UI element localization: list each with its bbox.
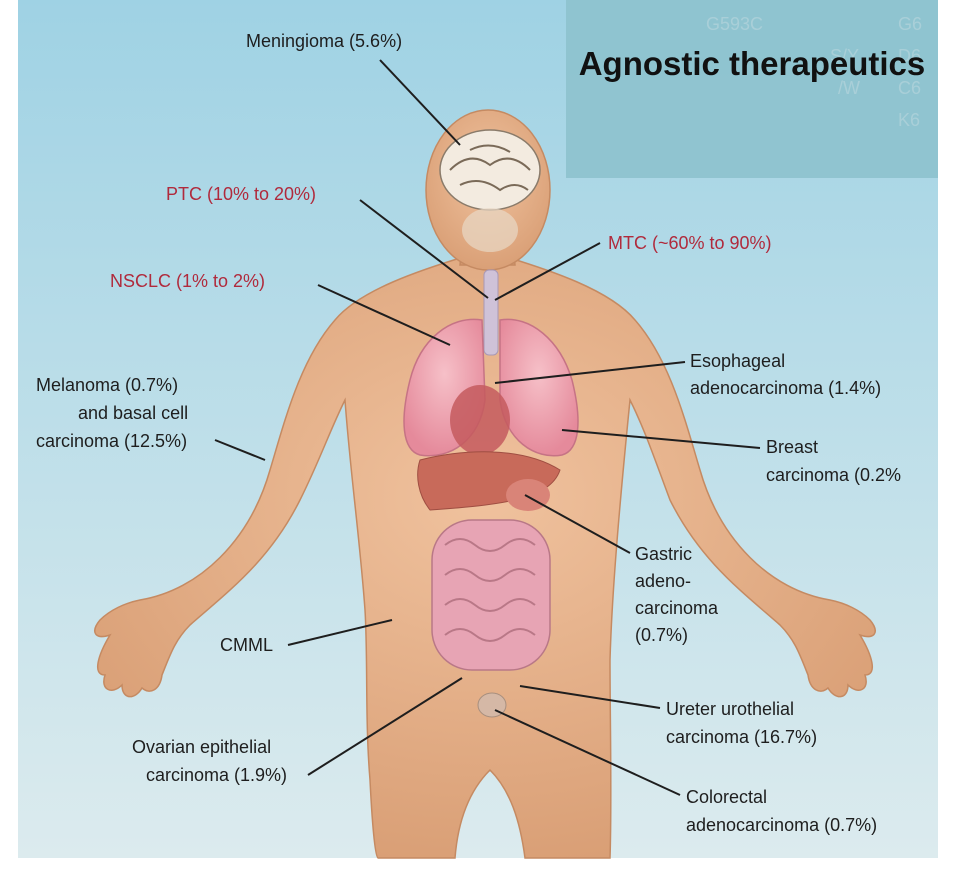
background-code-text: G6 (898, 14, 922, 35)
label-gastric: adeno- (635, 570, 691, 592)
label-gastric: Gastric (635, 543, 692, 565)
page-title: Agnostic therapeutics (566, 44, 938, 84)
label-esophageal: Esophageal (690, 350, 785, 372)
label-ovarian: Ovarian epithelial (132, 736, 271, 758)
label-cmml: CMML (220, 634, 273, 656)
heart (450, 385, 510, 455)
label-breast: Breast (766, 436, 818, 458)
label-meningioma: Meningioma (5.6%) (246, 30, 402, 52)
label-esophageal: adenocarcinoma (1.4%) (690, 377, 881, 399)
label-breast: carcinoma (0.2% (766, 464, 901, 486)
label-colorectal: adenocarcinoma (0.7%) (686, 814, 877, 836)
label-gastric: (0.7%) (635, 624, 688, 646)
label-melanoma: carcinoma (12.5%) (36, 430, 187, 452)
label-ureter: carcinoma (16.7%) (666, 726, 817, 748)
background-code-text: G593C (706, 14, 763, 35)
intestines (432, 520, 550, 670)
label-ureter: Ureter urothelial (666, 698, 794, 720)
label-mtc: MTC (~60% to 90%) (608, 232, 772, 254)
trachea (484, 270, 498, 355)
background-code-text: K6 (898, 110, 920, 131)
label-melanoma: Melanoma (0.7%) (36, 374, 178, 396)
label-nsclc: NSCLC (1% to 2%) (110, 270, 265, 292)
label-melanoma: and basal cell (78, 402, 188, 424)
label-gastric: carcinoma (635, 597, 718, 619)
label-ovarian: carcinoma (1.9%) (146, 764, 287, 786)
label-ptc: PTC (10% to 20%) (166, 183, 316, 205)
label-colorectal: Colorectal (686, 786, 767, 808)
